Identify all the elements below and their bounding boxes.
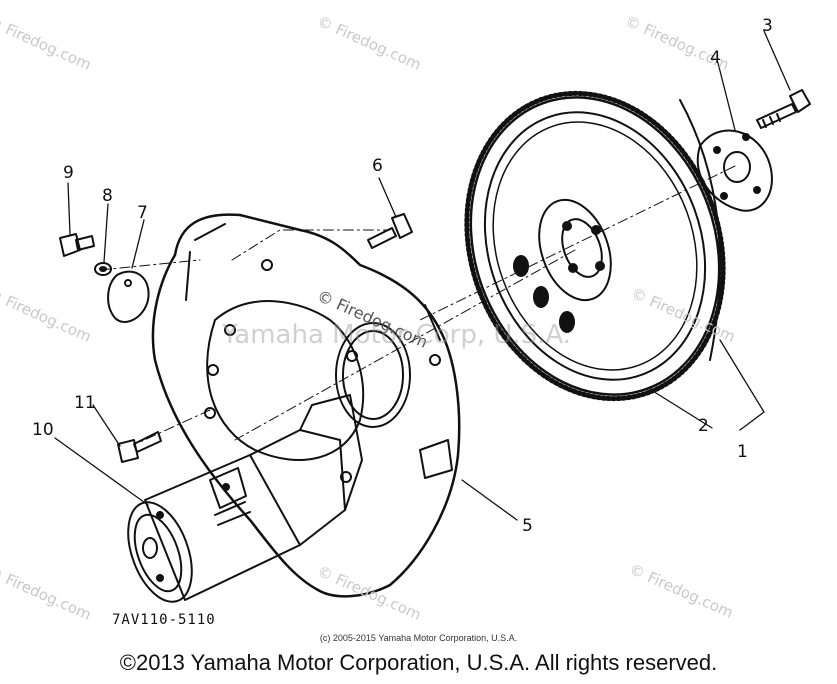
bolt-11 — [117, 431, 162, 463]
flywheel-housing — [151, 213, 461, 598]
bolt-3 — [756, 89, 811, 129]
callout-9: 9 — [63, 163, 74, 183]
callout-1: 1 — [737, 442, 748, 462]
parts-diagram — [54, 30, 811, 603]
fine-print: (c) 2005-2015 Yamaha Motor Corporation, … — [319, 633, 518, 643]
callout-5: 5 — [522, 516, 533, 536]
cover-plate — [107, 270, 150, 323]
bolt-6 — [367, 213, 413, 249]
leader-lines — [54, 30, 791, 521]
callout-11: 11 — [74, 393, 96, 413]
bolt-9 — [59, 233, 95, 257]
callout-7: 7 — [137, 203, 148, 223]
callout-10: 10 — [32, 420, 54, 440]
copyright: ©2013 Yamaha Motor Corporation, U.S.A. A… — [119, 650, 718, 675]
starter-motor — [127, 394, 363, 603]
callout-4: 4 — [710, 48, 721, 68]
callout-8: 8 — [102, 186, 113, 206]
flywheel-ring-gear — [464, 90, 726, 402]
callout-2: 2 — [698, 416, 709, 436]
callout-3: 3 — [762, 16, 773, 36]
adapter-plate — [696, 129, 773, 212]
part-code: 7AV110-5110 — [112, 612, 216, 628]
callout-6: 6 — [372, 156, 383, 176]
center-lines — [99, 165, 736, 443]
